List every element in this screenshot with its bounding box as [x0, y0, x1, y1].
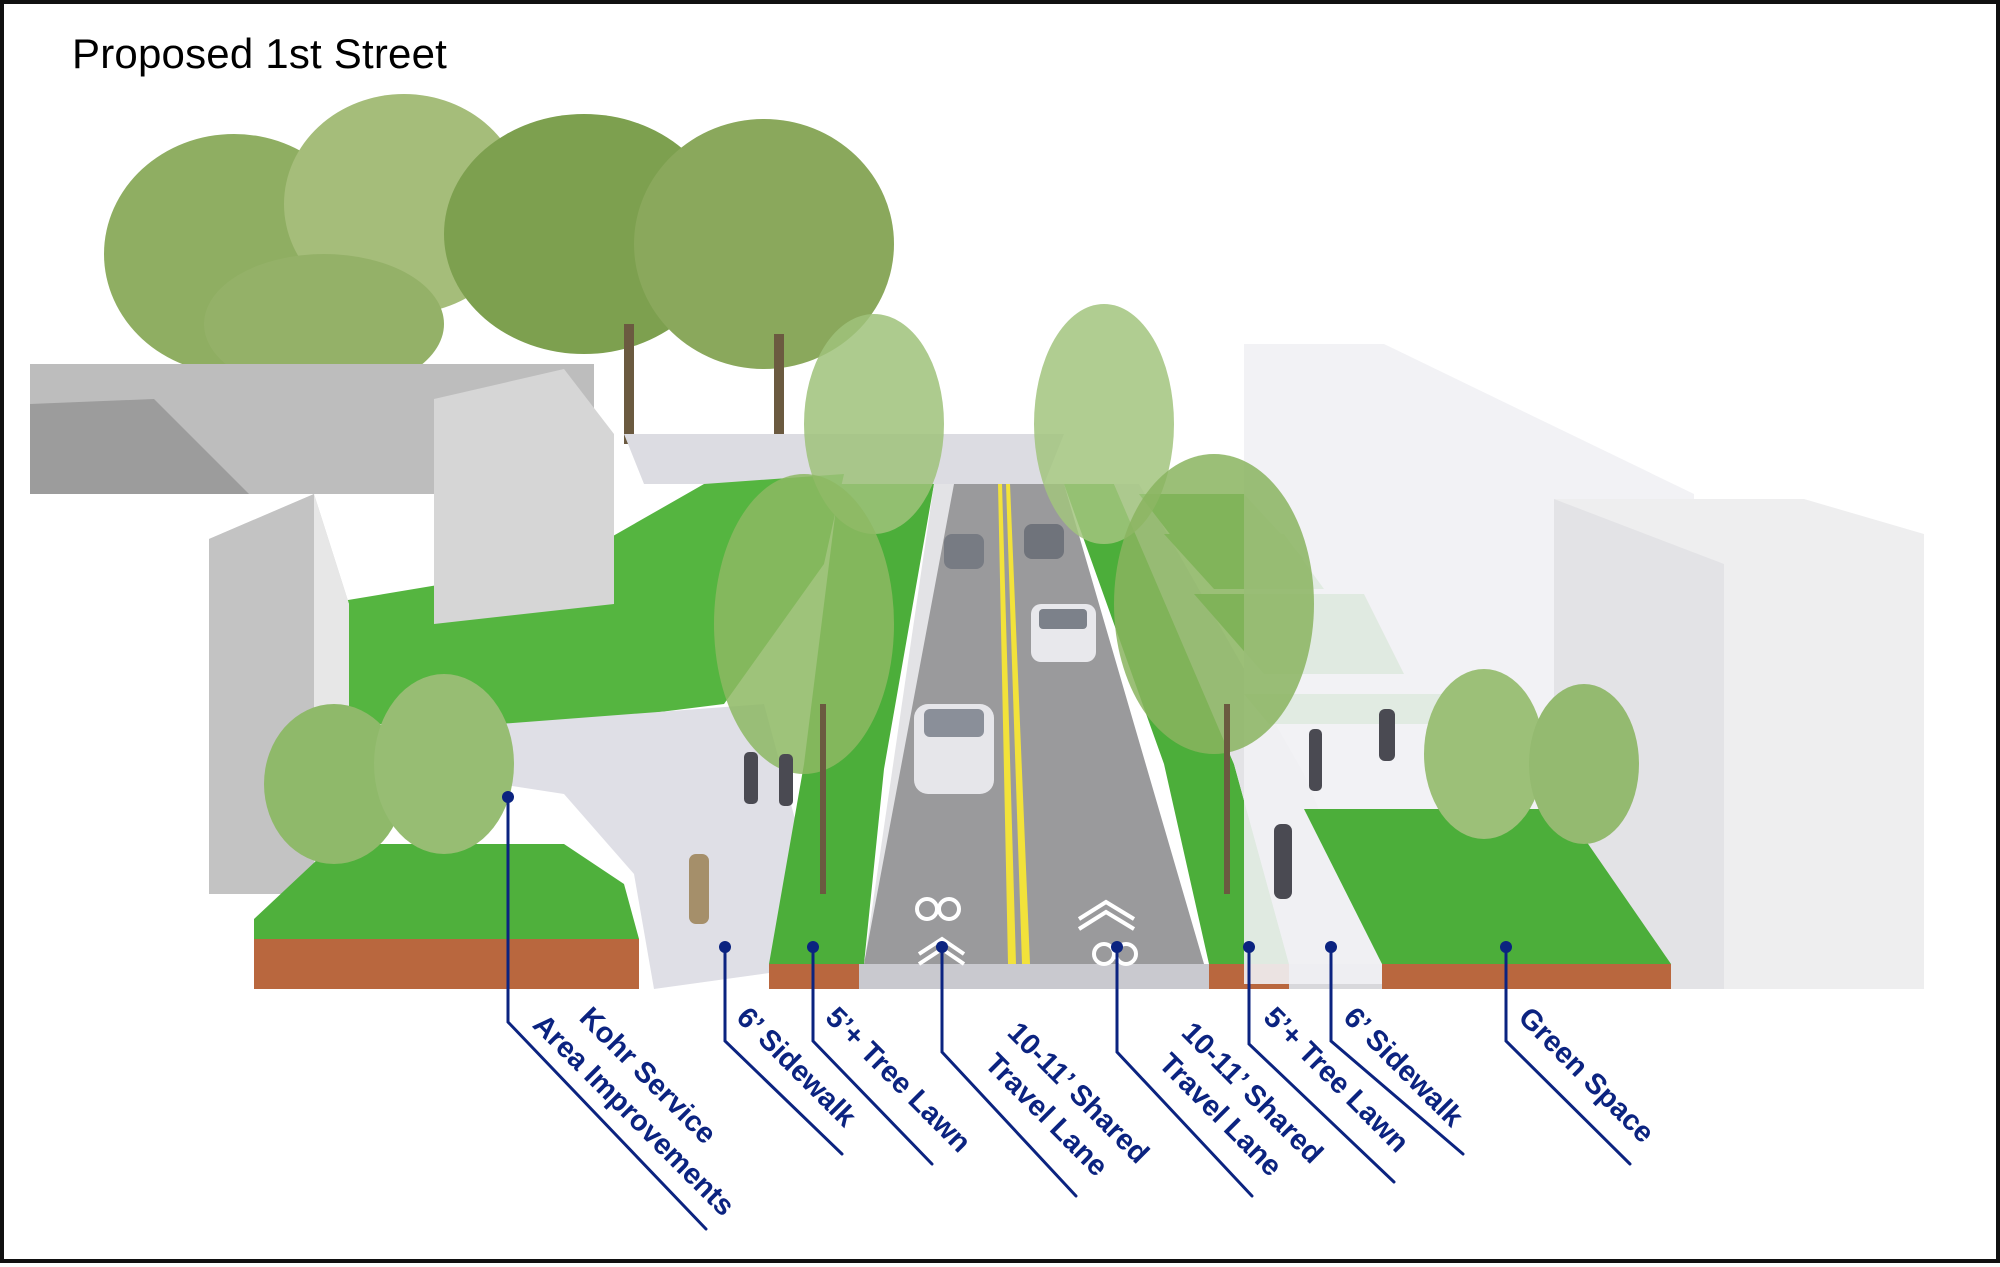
callout-travel-lane-left: 10-11’ Shared Travel Lane — [978, 1016, 1154, 1183]
callout-green-space: Green Space — [1512, 1001, 1660, 1149]
background-trees — [104, 94, 894, 474]
callout-line: 5’+ Tree Lawn — [819, 1001, 977, 1159]
center-line — [998, 484, 1016, 964]
soil-right — [1382, 964, 1671, 989]
callout-kohr-service: Kohr Service Area Improvements — [526, 1001, 740, 1222]
street-trees — [264, 304, 1639, 894]
road — [864, 484, 1204, 964]
callout-tree-lawn-left: 5’+ Tree Lawn — [819, 1001, 977, 1159]
street-illustration: Kohr Service Area Improvements 6’ Sidewa… — [30, 94, 1924, 1231]
callout-leaders — [506, 794, 1632, 1231]
page-title: Proposed 1st Street — [72, 30, 448, 77]
callout-line: Green Space — [1512, 1001, 1660, 1149]
callout-dots — [502, 791, 1512, 953]
vehicles — [914, 524, 1096, 794]
green-space-lawn — [1304, 809, 1671, 964]
pedestrians — [689, 709, 1395, 924]
soil-left — [254, 939, 639, 989]
kohr-green — [254, 844, 639, 939]
